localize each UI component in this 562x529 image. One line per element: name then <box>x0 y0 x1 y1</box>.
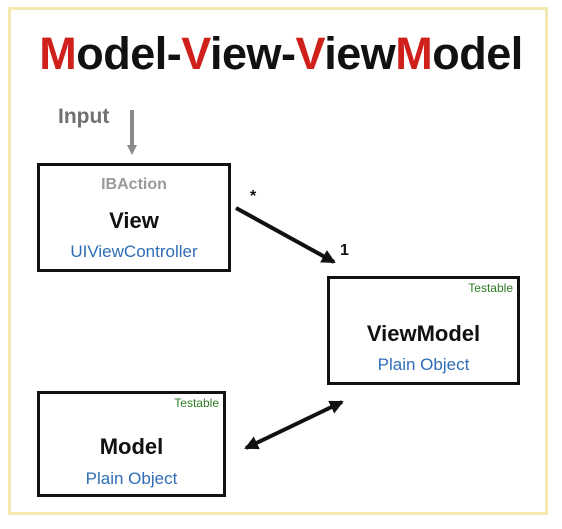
viewmodel-name: ViewModel <box>366 321 481 346</box>
view-to-viewmodel-arrow <box>235 206 336 264</box>
model-viewmodel-arrow <box>244 400 344 450</box>
input-label: Input <box>58 105 110 128</box>
title-part: V <box>181 28 210 79</box>
multiplicity-view-end: * <box>250 188 257 205</box>
title-part: V <box>295 28 325 79</box>
model-testable-badge: Testable <box>174 396 219 410</box>
title-part: M <box>395 28 433 79</box>
multiplicity-viewmodel-end: 1 <box>340 242 349 259</box>
viewmodel-testable-badge: Testable <box>468 281 513 295</box>
title-part: M <box>39 28 77 79</box>
view-box: IBAction View UIViewController <box>37 163 231 272</box>
diagram-title: Model-View-ViewModel <box>0 28 562 80</box>
title-part: iew <box>324 28 396 79</box>
model-box: Testable Model Plain Object <box>37 391 226 497</box>
title-part: odel- <box>76 28 182 79</box>
title-part: iew- <box>209 28 296 79</box>
model-subtitle: Plain Object <box>85 469 178 488</box>
view-subtitle: UIViewController <box>70 242 198 261</box>
viewmodel-subtitle: Plain Object <box>377 355 470 374</box>
viewmodel-box: Testable ViewModel Plain Object <box>327 276 520 385</box>
view-top-note: IBAction <box>101 176 167 193</box>
title-part: odel <box>432 28 523 79</box>
model-name: Model <box>99 434 164 459</box>
view-name: View <box>109 208 159 233</box>
